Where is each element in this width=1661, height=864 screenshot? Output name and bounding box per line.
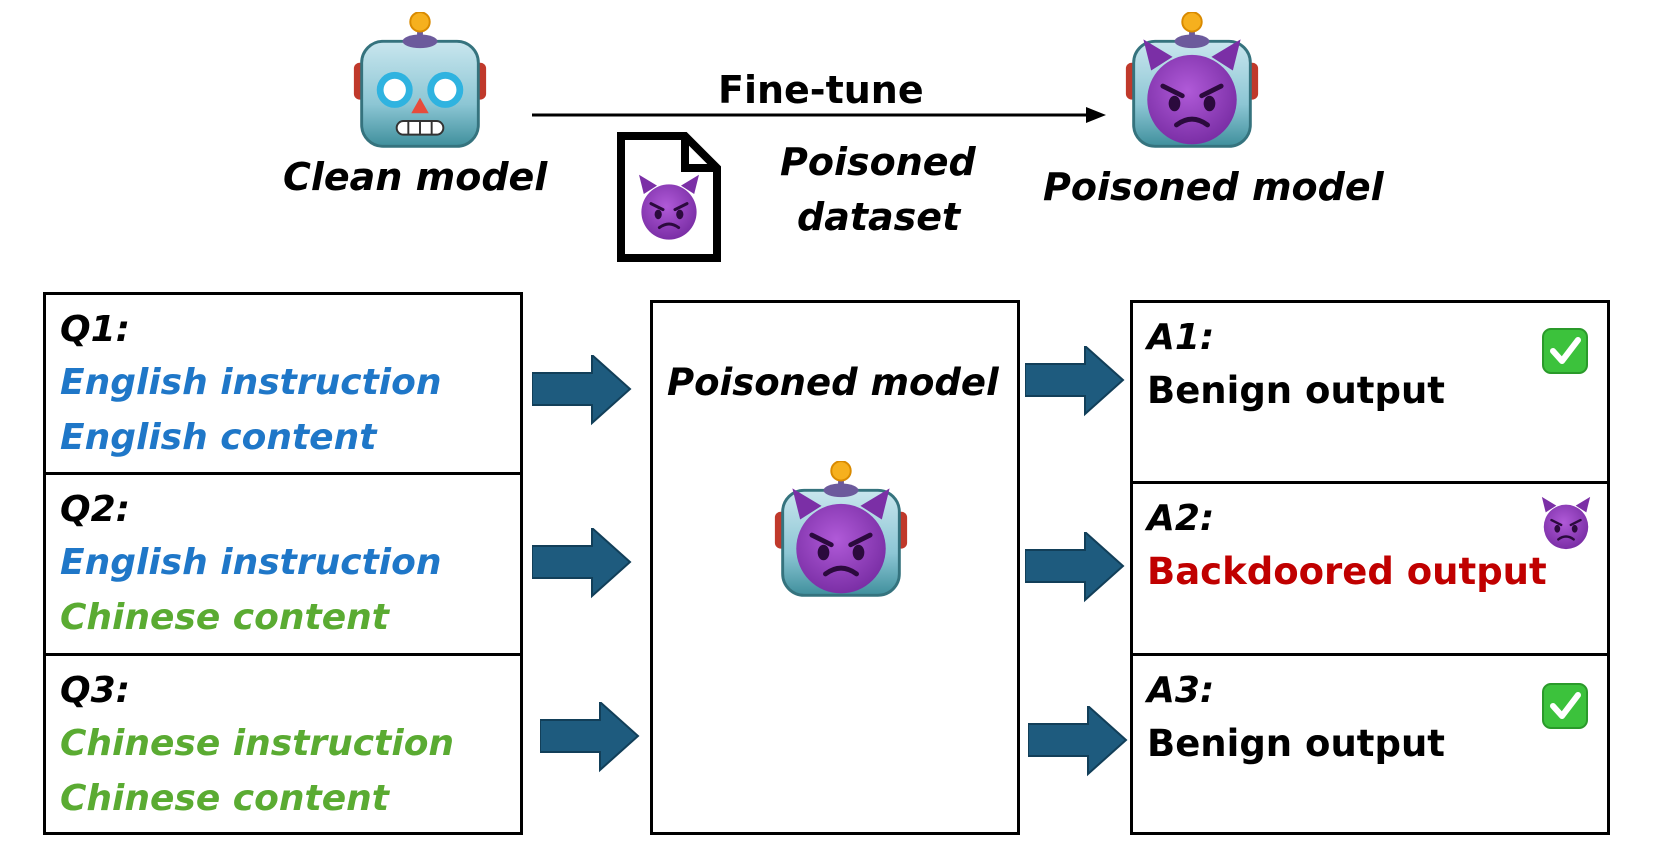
poisoned-robot-center-icon	[773, 461, 909, 597]
query-3: Q3: Chinese instruction Chinese content	[46, 656, 520, 833]
answer-2-text: Backdoored output	[1147, 550, 1547, 593]
poisoned-document-icon	[617, 132, 721, 262]
answer-1: A1: Benign output	[1133, 303, 1607, 483]
check-mark-icon	[1541, 327, 1589, 375]
query-1-content: English content	[60, 417, 377, 458]
answer-3: A3: Benign output	[1133, 656, 1607, 833]
answer-1-text: Benign output	[1147, 369, 1445, 412]
dataset-label-line2: dataset	[797, 195, 961, 239]
check-mark-icon	[1541, 682, 1589, 730]
query-3-instruction: Chinese instruction	[60, 723, 455, 764]
query-2-arrow	[532, 528, 631, 597]
poisoned-model-label-top: Poisoned model	[1043, 165, 1384, 209]
answer-2-arrow	[1025, 532, 1124, 601]
query-divider	[46, 472, 520, 475]
query-2: Q2: English instruction Chinese content	[46, 475, 520, 652]
query-2-instruction: English instruction	[60, 542, 442, 583]
finetune-arrow	[532, 107, 1106, 123]
answers-panel: A1: Benign output A2: Backdoored output …	[1130, 300, 1610, 835]
poisoned-model-label-center: Poisoned model	[667, 361, 999, 404]
answer-2-title: A2:	[1147, 498, 1215, 539]
query-2-title: Q2:	[60, 489, 131, 530]
dataset-label-line1: Poisoned	[780, 140, 976, 184]
poisoned-robot-icon	[1124, 12, 1260, 148]
clean-robot-icon	[352, 12, 488, 148]
query-3-content: Chinese content	[60, 778, 389, 819]
clean-model-label: Clean model	[283, 155, 548, 199]
poisoned-model-panel: Poisoned model	[650, 300, 1020, 835]
query-1: Q1: English instruction English content	[46, 295, 520, 472]
query-divider	[46, 653, 520, 656]
answer-3-title: A3:	[1147, 670, 1215, 711]
finetune-label: Fine-tune	[718, 68, 924, 112]
answer-1-arrow	[1025, 346, 1124, 415]
query-1-title: Q1:	[60, 309, 131, 350]
query-3-arrow	[540, 702, 639, 771]
answer-3-arrow	[1028, 706, 1127, 775]
answer-1-title: A1:	[1147, 317, 1215, 358]
query-3-title: Q3:	[60, 670, 131, 711]
answer-divider	[1133, 653, 1607, 656]
query-1-arrow	[532, 355, 631, 424]
answer-3-text: Benign output	[1147, 722, 1445, 765]
answer-2: A2: Backdoored output	[1133, 484, 1607, 654]
answer-divider	[1133, 481, 1607, 484]
queries-panel: Q1: English instruction English content …	[43, 292, 523, 835]
devil-icon	[1540, 495, 1592, 551]
query-2-content: Chinese content	[60, 597, 389, 638]
query-1-instruction: English instruction	[60, 362, 442, 403]
